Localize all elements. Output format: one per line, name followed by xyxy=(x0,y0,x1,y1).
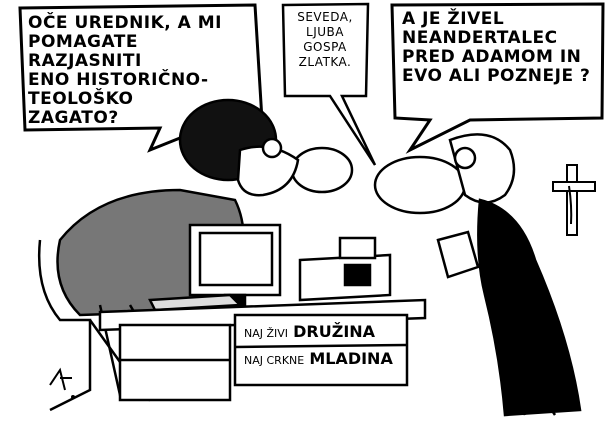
desk-sign-line2-small: NAJ CRKNE xyxy=(244,354,305,367)
speech-bubble-right xyxy=(390,2,605,154)
priest-figure xyxy=(373,133,582,417)
desk xyxy=(98,298,427,402)
woman-question-text: A JE ŽIVEL NEANDERTALEC PRED ADAMOM IN E… xyxy=(402,9,591,87)
printer xyxy=(298,236,392,302)
desk-sign-line1-big: DRUŽINA xyxy=(293,322,376,341)
editor-question-text: OČE UREDNIK, A MI POMAGATE RAZJASNITI EN… xyxy=(28,13,222,129)
priest-reply-text: SEVEDA, LJUBA GOSPA ZLATKA. xyxy=(297,10,353,69)
artist-signature xyxy=(49,367,72,391)
crucifix xyxy=(552,164,596,236)
desk-sign-line2-big: MLADINA xyxy=(309,349,393,368)
desk-sign-line2: NAJ CRKNE MLADINA xyxy=(244,349,393,368)
desk-sign-line1-small: NAJ ŽIVI xyxy=(244,327,289,340)
speech-bubble-middle xyxy=(281,2,377,166)
desk-sign-line1: NAJ ŽIVI DRUŽINA xyxy=(244,322,375,341)
computer-monitor xyxy=(148,223,282,312)
